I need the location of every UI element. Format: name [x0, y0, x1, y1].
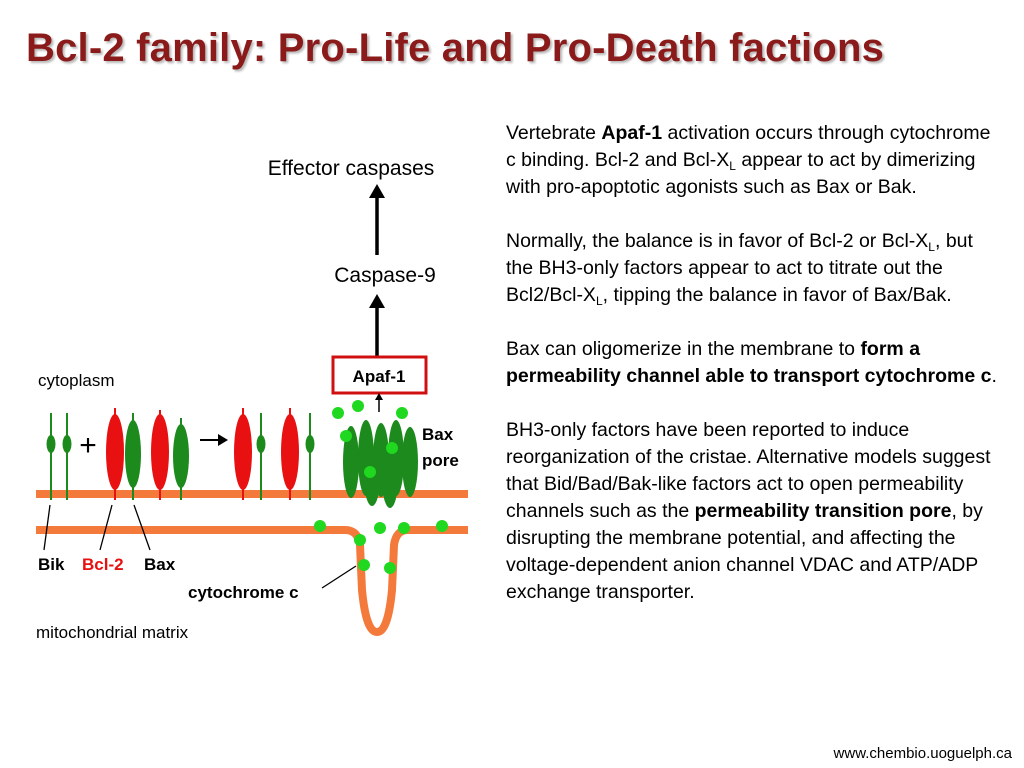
bik-label: Bik — [38, 555, 65, 574]
bcl2-protein — [151, 414, 169, 490]
bax-pore-label-2: pore — [422, 451, 459, 470]
text-bold: form a permeability channel able to tran… — [506, 338, 992, 387]
text-span: Normally, the balance is in favor of Bcl… — [506, 230, 929, 252]
bcl2-protein — [106, 414, 124, 490]
text-span: Vertebrate — [506, 122, 602, 144]
text-span: appear to act by dimerizing with pro-apo… — [506, 149, 976, 198]
bik-protein — [256, 435, 266, 453]
text-bold: Apaf-1 — [601, 122, 663, 144]
text-span: , tipping the balance in favor of Bax/Ba… — [602, 284, 952, 306]
bax-label: Bax — [144, 555, 176, 574]
bcl2-protein — [234, 414, 252, 490]
subscript: L — [928, 240, 935, 254]
apaf1-to-caspase9-arrowhead — [369, 294, 385, 308]
bcl2-pointer — [99, 504, 113, 551]
reaction-arrowhead — [218, 434, 228, 446]
text-span: activation occurs through cytochrome c b… — [506, 122, 991, 171]
paragraph-bh3: BH3-only factors have been reported to i… — [506, 417, 1002, 606]
bik-protein — [305, 435, 315, 453]
subscript: L — [729, 159, 736, 173]
caspase9-to-effector-arrowhead — [369, 184, 385, 198]
bcl2-label: Bcl-2 — [82, 555, 124, 574]
apaf1-box — [331, 355, 428, 395]
apaf1-label: Apaf-1 — [353, 367, 406, 386]
slide-title: Bcl-2 family: Pro-Life and Pro-Death fac… — [26, 26, 885, 70]
bax-pointer — [133, 504, 151, 551]
text-span: Bax can oligomerize in the membrane to — [506, 338, 861, 360]
caspase9-label: Caspase-9 — [334, 264, 436, 287]
bcl2-protein — [281, 414, 299, 490]
bik-protein — [46, 435, 56, 453]
cytochrome-c-dots — [314, 400, 448, 574]
text-span: BH3-only factors have been reported to i… — [506, 419, 991, 522]
bax-protein — [173, 424, 189, 488]
bax-protein — [125, 420, 141, 488]
bax-pore — [343, 420, 418, 508]
paragraph-apaf1: Vertebrate Apaf-1 activation occurs thro… — [506, 120, 1002, 201]
paragraph-bax-oligomerize: Bax can oligomerize in the membrane to f… — [506, 336, 1002, 390]
description-text: Vertebrate Apaf-1 activation occurs thro… — [506, 120, 1002, 633]
text-span: , but the BH3-only factors appear to act… — [506, 230, 973, 306]
effector-caspases-label: Effector caspases — [268, 157, 435, 180]
subscript: L — [595, 294, 603, 308]
bax-pore-label-1: Bax — [422, 425, 454, 444]
bik-pointer — [43, 504, 51, 551]
cytoplasm-label: cytoplasm — [38, 371, 115, 390]
footer-url: www.chembio.uoguelph.ca — [833, 745, 1012, 762]
plus-sign: + — [79, 429, 97, 462]
paragraph-balance: Normally, the balance is in favor of Bcl… — [506, 228, 1002, 309]
cytochrome-pointer — [321, 565, 357, 589]
text-span: . — [991, 365, 997, 387]
matrix-label: mitochondrial matrix — [36, 623, 189, 642]
text-span: , by disrupting the membrane potential, … — [506, 500, 983, 603]
cytochrome-label: cytochrome c — [188, 583, 299, 602]
cytc-to-apaf1-arrowhead — [375, 393, 383, 400]
bik-protein — [62, 435, 72, 453]
text-bold: permeability transition pore — [694, 500, 952, 522]
